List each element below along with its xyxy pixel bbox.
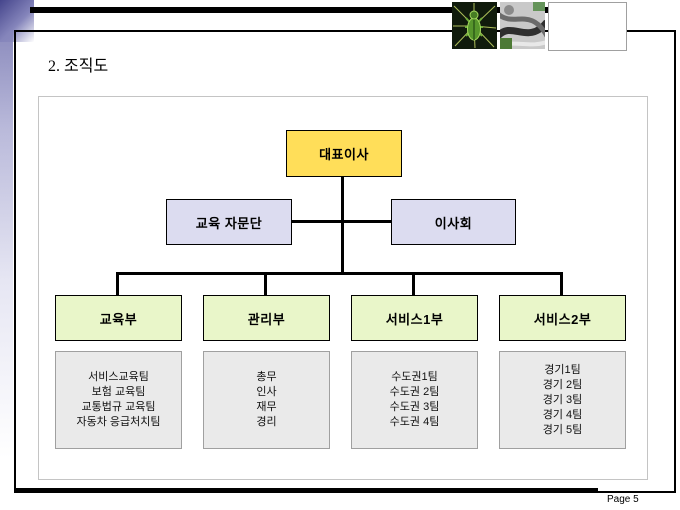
connector-line xyxy=(290,220,391,223)
dept-node-service2: 서비스2부 xyxy=(499,295,626,341)
connector-line xyxy=(116,272,119,295)
bottom-rule xyxy=(14,488,598,492)
team-item: 재무 xyxy=(256,401,277,413)
connector-line xyxy=(412,272,415,295)
team-item: 수도권 4팀 xyxy=(389,416,440,428)
team-item: 자동차 응급처치팀 xyxy=(76,416,161,428)
team-item: 경리 xyxy=(256,416,277,428)
board-node: 이사회 xyxy=(391,199,516,245)
team-item: 서비스교육팀 xyxy=(88,371,149,383)
advisory-node: 교육 자문단 xyxy=(166,199,292,245)
team-item: 경기 5팀 xyxy=(542,423,583,436)
connector-line xyxy=(116,272,563,275)
dept-node-management: 관리부 xyxy=(203,295,330,341)
dept-node-service1: 서비스1부 xyxy=(351,295,478,341)
dept-node-education: 교육부 xyxy=(55,295,182,341)
left-accent-strip xyxy=(0,0,13,510)
slide-title: 2. 조직도 xyxy=(48,58,109,75)
team-item: 경기1팀 xyxy=(544,363,581,376)
connector-line xyxy=(341,175,344,275)
blank-image-placeholder xyxy=(548,2,627,51)
highway-interchange-icon xyxy=(500,2,545,49)
beetle-icon xyxy=(452,2,497,49)
connector-line xyxy=(560,272,563,295)
team-item: 보험 교육팀 xyxy=(91,386,146,398)
ceo-node: 대표이사 xyxy=(286,130,402,177)
highway-image xyxy=(500,2,545,49)
team-item: 경기 3팀 xyxy=(542,393,583,406)
team-item: 경기 4팀 xyxy=(542,408,583,421)
team-item: 총무 xyxy=(256,371,277,383)
beetle-image xyxy=(452,2,497,49)
team-item: 경기 2팀 xyxy=(542,378,583,391)
top-rule xyxy=(30,7,560,13)
team-item: 교통법규 교육팀 xyxy=(81,401,156,413)
team-item: 인사 xyxy=(256,386,277,398)
page-number: Page 5 xyxy=(607,494,639,505)
team-item: 수도권1팀 xyxy=(391,371,438,383)
corner-accent xyxy=(0,0,34,42)
connector-line xyxy=(264,272,267,295)
team-item: 수도권 2팀 xyxy=(389,386,440,398)
team-item: 수도권 3팀 xyxy=(389,401,440,413)
